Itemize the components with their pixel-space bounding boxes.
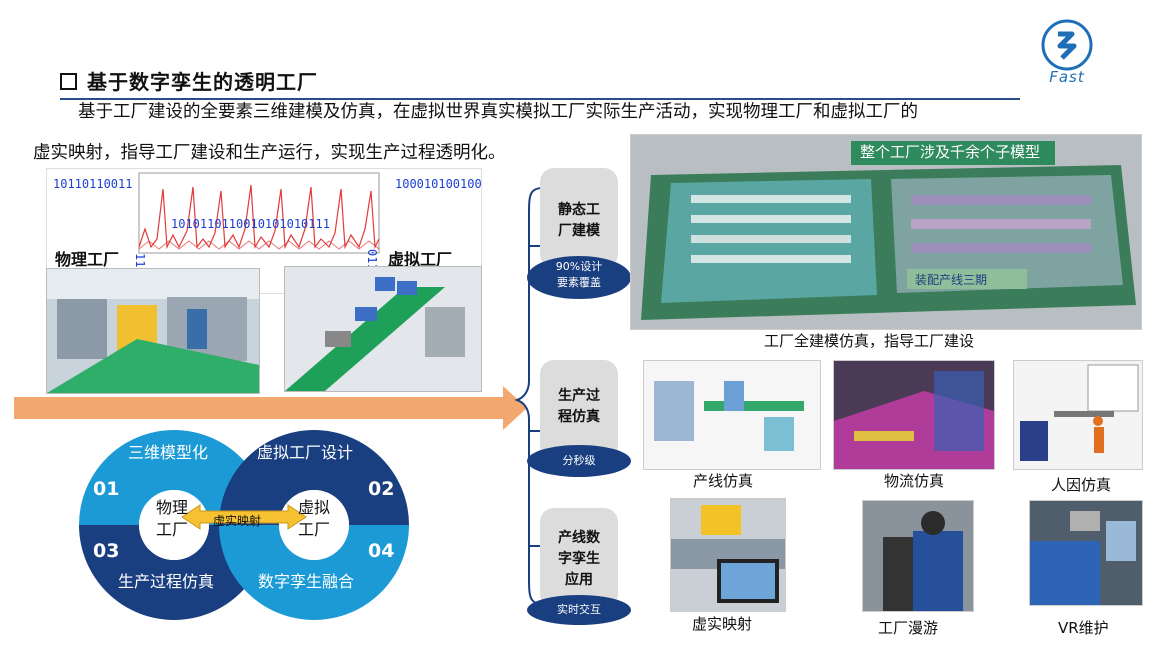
section-static-modeling: 静态工 厂建模 — [540, 168, 618, 268]
virtual-factory-label: 虚拟工厂 — [388, 250, 453, 269]
binary-text-top-right: 100010100100 — [395, 177, 482, 191]
vr-maintenance-image — [1029, 500, 1143, 606]
cycle-q1-label: 三维模型化 — [128, 443, 209, 462]
line-simulation-image — [643, 360, 821, 470]
cycle-q4-label: 数字孪生融合 — [258, 572, 355, 591]
factory-model-sign: 装配产线三期 — [915, 273, 988, 287]
square-bullet-icon — [60, 73, 77, 90]
factory-model-banner: 整个工厂涉及千余个子模型 — [859, 143, 1040, 161]
cycle-q1-number: 01 — [93, 478, 120, 500]
page-title: 基于数字孪生的透明工厂 — [60, 66, 318, 95]
section-3-title-line-1: 产线数 — [558, 530, 600, 546]
human-factor-simulation-caption: 人因仿真 — [1051, 476, 1112, 494]
binary-text-middle: 1010110110010101010111 — [171, 217, 330, 231]
section-1-badge-line-1: 90%设计 — [555, 260, 603, 273]
virtual-inner-line-1: 虚拟 — [297, 498, 330, 517]
section-2-title-line-2: 程仿真 — [558, 409, 600, 425]
vr-maintenance-caption: VR维护 — [1058, 619, 1109, 637]
cycle-q2-number: 02 — [368, 478, 395, 500]
section-process-simulation: 生产过 程仿真 — [540, 360, 618, 460]
section-3-badge: 实时交互 — [527, 595, 631, 625]
section-1-badge-line-2: 要素覆盖 — [557, 276, 601, 289]
virtual-real-mapping-caption: 虚实映射 — [692, 615, 753, 633]
section-3-badge-text: 实时交互 — [557, 603, 601, 616]
cycle-q3-label: 生产过程仿真 — [118, 572, 215, 591]
logistics-simulation-caption: 物流仿真 — [884, 472, 945, 490]
section-1-title-line-1: 静态工 — [558, 202, 600, 218]
factory-roaming-caption: 工厂漫游 — [878, 619, 939, 637]
section-digital-twin-app: 产线数 字孪生 应用 — [540, 508, 618, 608]
physical-inner-line-1: 物理 — [155, 498, 188, 517]
fast-logo-icon — [1041, 19, 1093, 71]
physical-factory-photo — [46, 268, 260, 394]
mapping-arrow-label: 虚实映射 — [213, 514, 262, 528]
virtual-factory-render — [284, 266, 482, 392]
section-1-title-line-2: 厂建模 — [558, 223, 600, 239]
cycle-q2-label: 虚拟工厂设计 — [257, 443, 354, 462]
section-2-badge: 分秒级 — [527, 445, 631, 477]
physical-factory-inner: 物理 工厂 — [150, 497, 194, 541]
cycle-q3-number: 03 — [93, 540, 120, 562]
section-3-title-line-2: 字孪生 — [558, 551, 600, 567]
flow-arrow-bar — [14, 397, 504, 419]
physical-inner-line-2: 工厂 — [155, 520, 188, 539]
page-title-text: 基于数字孪生的透明工厂 — [87, 70, 318, 94]
virtual-inner-line-2: 工厂 — [297, 520, 330, 539]
flow-arrow-head-icon — [503, 386, 527, 430]
cycle-diagram — [79, 430, 409, 620]
virtual-real-mapping-image — [670, 498, 786, 612]
logo-text: Fast — [1049, 68, 1085, 86]
section-2-title-line-1: 生产过 — [558, 388, 600, 404]
factory-model-caption: 工厂全建模仿真，指导工厂建设 — [764, 332, 975, 350]
intro-line-1: 基于工厂建设的全要素三维建模及仿真，在虚拟世界真实模拟工厂实际生产活动，实现物理… — [78, 102, 918, 122]
title-underline — [60, 98, 1020, 100]
physical-factory-label: 物理工厂 — [55, 250, 120, 269]
cycle-q4-number: 04 — [368, 540, 395, 562]
section-2-badge-text: 分秒级 — [562, 454, 596, 467]
line-simulation-caption: 产线仿真 — [693, 472, 754, 490]
human-factor-simulation-image — [1013, 360, 1143, 470]
logistics-simulation-image — [833, 360, 995, 470]
factory-model-render: 整个工厂涉及千余个子模型 装配产线三期 — [630, 134, 1142, 330]
factory-roaming-image — [862, 500, 974, 612]
intro-line-2: 虚实映射，指导工厂建设和生产运行，实现生产过程透明化。 — [33, 143, 506, 163]
binary-text-top-left: 10110110011 — [53, 177, 133, 191]
section-1-badge: 90%设计 要素覆盖 — [527, 256, 631, 299]
section-3-title-line-3: 应用 — [565, 572, 593, 588]
signal-waveform — [138, 172, 380, 254]
virtual-factory-inner: 虚拟 工厂 — [292, 497, 336, 541]
